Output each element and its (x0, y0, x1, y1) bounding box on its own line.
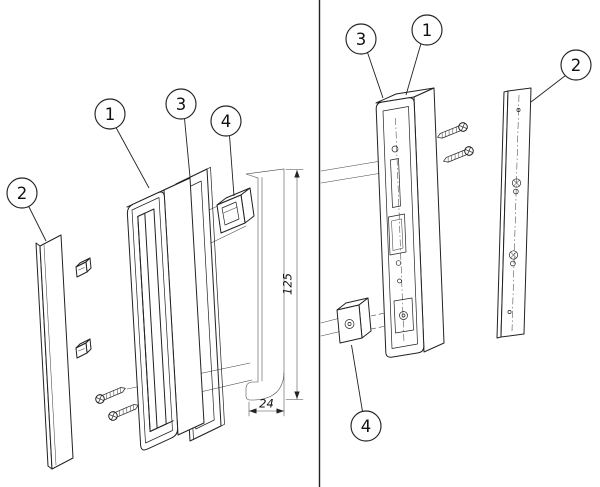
handle-profile-outline (245, 168, 285, 401)
callout-2-right: 2 (530, 49, 592, 103)
callout-number: 1 (105, 105, 116, 124)
callout-4-left: 4 (210, 105, 242, 197)
shell-slot-detail (390, 158, 401, 208)
shell-slot-opening (137, 208, 167, 432)
callout-number: 1 (422, 21, 433, 40)
dimension-height: 125 (281, 169, 304, 400)
right-exploded-view: 3 1 2 4 (320, 14, 592, 442)
dim-arrow-down (294, 391, 300, 399)
callout-balloon (165, 88, 197, 120)
callout-leader (367, 52, 384, 99)
shell-back-face (375, 97, 425, 358)
callout-balloon (560, 49, 592, 81)
plate-front-face (500, 87, 532, 338)
callout-balloon (210, 105, 242, 137)
callout-number: 2 (571, 56, 582, 75)
callout-number: 4 (361, 417, 372, 436)
part4-latch-block (216, 187, 255, 234)
shell-recess (382, 106, 418, 349)
part4-latch-block (336, 297, 372, 344)
part2-cover-strip (35, 234, 74, 470)
callout-1-left: 1 (94, 98, 150, 189)
callout-number: 2 (17, 184, 28, 203)
plate-fastener-bottom (508, 250, 519, 267)
strip-front-face (39, 234, 74, 470)
callout-balloon (94, 98, 126, 130)
shell-screw-hole (391, 145, 399, 153)
dim-arrow-right (276, 408, 284, 414)
shell-latch-pocket (393, 297, 414, 334)
callout-2-left: 2 (6, 177, 47, 242)
callout-4-right: 4 (350, 344, 382, 442)
callout-balloon (6, 177, 38, 209)
screw-icon (93, 383, 128, 406)
callout-3-right: 3 (345, 23, 384, 99)
plate-fastener-top (511, 178, 522, 195)
left-exploded-view: 125 24 2 1 3 4 (6, 88, 304, 470)
screw-icon (106, 400, 141, 423)
block-hole (344, 319, 355, 329)
mounting-clip-top (75, 257, 92, 278)
callout-number: 4 (221, 112, 232, 131)
callout-number: 3 (356, 30, 367, 49)
part2-strike-plate (496, 87, 532, 339)
callout-leader (184, 118, 191, 178)
shell-mech-pocket (388, 213, 407, 256)
shell-face-step (131, 197, 173, 444)
callout-leader (405, 43, 422, 96)
dim-height-label: 125 (281, 273, 295, 295)
callout-leader (115, 127, 150, 189)
dim-arrow-left (249, 408, 257, 414)
screw-icon (435, 120, 470, 142)
dim-arrow-up (294, 170, 300, 178)
callout-number: 3 (176, 95, 187, 114)
dim-width-label: 24 (259, 397, 274, 411)
part1-handle-shell (375, 87, 445, 358)
callout-1-right: 1 (405, 14, 443, 96)
part1-handle-shell (126, 177, 205, 451)
callout-leader (351, 344, 363, 412)
callout-balloon (350, 410, 382, 442)
callout-balloon (411, 14, 443, 46)
dimension-width: 24 (248, 372, 285, 417)
callout-leader (229, 135, 235, 197)
screw-icon (441, 144, 476, 166)
mounting-clip-bottom (75, 338, 92, 359)
callout-3-left: 3 (165, 88, 197, 178)
callout-leader (530, 75, 566, 103)
callout-leader (28, 205, 47, 242)
callout-balloon (345, 23, 377, 55)
